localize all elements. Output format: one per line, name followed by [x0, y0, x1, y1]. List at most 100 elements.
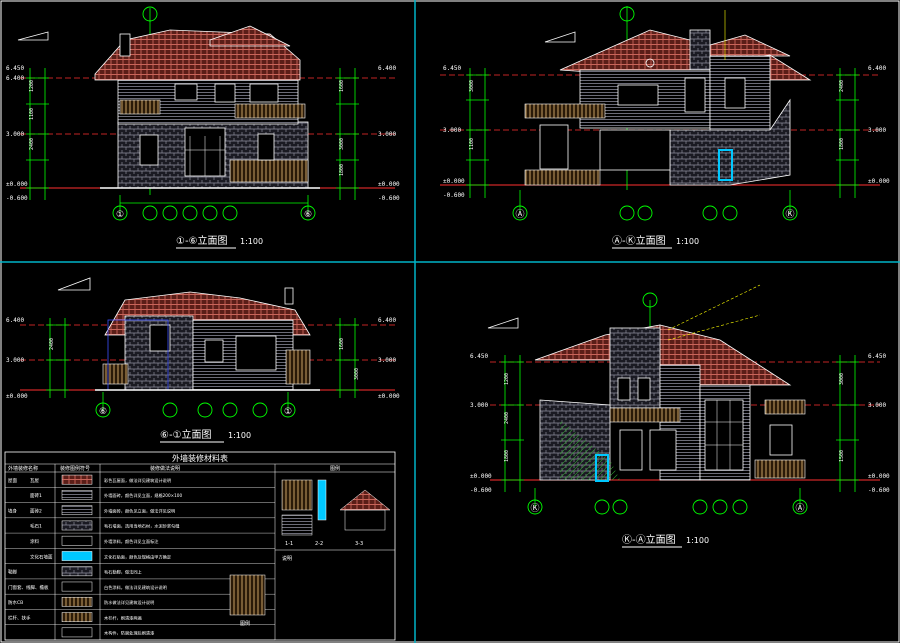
material-table: 外墙装修材料表 外墙装修名称 装修图例符号 装修做法说明 图例 屋面 瓦屋 彩色瓦屋… — [4, 451, 396, 641]
front-level-r3: -0.600 — [378, 195, 400, 202]
rear-dim-2: 3000 — [354, 368, 360, 380]
table-row-note: 文化石贴面，颜色及规格由甲方确定 — [104, 553, 171, 560]
left-dim-1: 2400 — [504, 412, 510, 424]
table-row-name: 墙身 — [8, 507, 17, 514]
legend-header: 图例 — [240, 620, 250, 627]
table-row-note: 木构件，防腐处理后刷清漆 — [104, 630, 154, 637]
left-dim-0: 1200 — [504, 373, 510, 385]
table-title: 外墙装修材料表 — [172, 453, 228, 463]
table-row-sub: 毛石1 — [30, 523, 42, 530]
table-row-note: 防水做法详见建筑设计说明 — [104, 599, 154, 606]
front-level-l1: 6.400 — [6, 75, 24, 82]
left-axis-right: Ⓐ — [795, 503, 804, 514]
left-level-l1: 3.000 — [470, 402, 488, 409]
table-row-name: 门窗套、线脚、檐板 — [8, 584, 49, 591]
table-row-name: 勒脚 — [8, 569, 17, 576]
table-row-note: 白色涂料，做法详见建筑设计说明 — [104, 584, 167, 591]
left-scale: 1:100 — [686, 536, 709, 545]
right-level-r2: ±0.000 — [868, 178, 890, 185]
table-row-swatch — [61, 612, 93, 622]
table-row-swatch — [61, 551, 93, 561]
table-row-swatch — [61, 581, 93, 592]
rear-dim-0: 2400 — [49, 338, 55, 350]
front-level-l2: 3.000 — [6, 131, 24, 138]
right-scale: 1:100 — [676, 237, 699, 246]
rear-level-r1: 3.000 — [378, 357, 396, 364]
table-row-note: 木栏杆，刷清漆两遍 — [104, 614, 143, 621]
rear-level-l2: ±0.000 — [6, 393, 28, 400]
table-row-name: 栏杆、扶手 — [8, 614, 31, 621]
right-axis-left: Ⓐ — [515, 209, 524, 220]
right-dim-0: 3000 — [469, 80, 475, 92]
front-level-r2: ±0.000 — [378, 181, 400, 188]
rear-level-r0: 6.400 — [378, 317, 396, 324]
right-level-r1: 3.000 — [868, 127, 886, 134]
table-row-note: 外墙面砖，颜色详见立面，规格200×100 — [104, 492, 182, 499]
right-level-l1: 3.000 — [443, 127, 461, 134]
right-axis-right: Ⓚ — [785, 209, 794, 220]
right-level-l2: ±0.000 — [443, 178, 465, 185]
left-level-r2: ±0.000 — [868, 473, 890, 480]
front-title: ①-⑥立面图 — [176, 234, 228, 247]
front-dim-3: 1600 — [339, 80, 345, 92]
right-level-r0: 6.400 — [868, 65, 886, 72]
legend-illustrations: 1-1 2-2 3-3 说明 图例 — [229, 479, 391, 627]
table-row-note: 毛石勒脚，做法同上 — [104, 569, 142, 576]
table-row-name: 屋面 — [8, 478, 17, 484]
left-dim-4: 1500 — [839, 450, 845, 462]
table-row-swatch — [61, 520, 93, 531]
table-row-note: 外墙面砖，颜色见立面，做法详见说明 — [104, 507, 175, 514]
table-header-0: 外墙装修名称 — [8, 465, 38, 472]
table-header-1: 装修图例符号 — [60, 465, 90, 472]
rear-title: ⑥-①立面图 — [160, 428, 212, 441]
left-elevation: Ⓚ Ⓐ 6.450 3.000 ±0.000 -0.600 6.450 3.00… — [470, 284, 890, 548]
front-dim-2: 2400 — [29, 138, 35, 150]
left-title: Ⓚ-Ⓐ立面图 — [622, 533, 676, 546]
left-level-l2: ±0.000 — [470, 473, 492, 480]
right-elevation: Ⓐ Ⓚ 6.450 3.000 ±0.000 -0.600 6.400 3.00… — [440, 6, 890, 249]
rear-level-l0: 6.400 — [6, 317, 24, 324]
rear-level-r2: ±0.000 — [378, 393, 400, 400]
front-dim-1: 1100 — [29, 108, 35, 120]
front-level-r1: 3.000 — [378, 131, 396, 138]
left-dim-2: 1800 — [504, 450, 510, 462]
table-row-sub: 涂料 — [30, 538, 39, 545]
front-elevation: ① ⑥ 6.450 6.400 3.000 ±0.000 -0.600 6.40… — [6, 6, 400, 249]
table-row-swatch — [61, 535, 93, 546]
front-level-l4: -0.600 — [6, 195, 28, 202]
table-row-swatch — [61, 596, 93, 607]
table-row-name: 防水CB — [8, 599, 23, 606]
front-level-l0: 6.450 — [6, 65, 24, 72]
table-row-note: 外墙涂料，颜色详见立面标注 — [104, 538, 159, 545]
right-level-l0: 6.450 — [443, 65, 461, 72]
left-level-l0: 6.450 — [470, 353, 488, 360]
left-axis-left: Ⓚ — [530, 503, 539, 514]
left-level-l3: -0.600 — [470, 487, 492, 494]
front-dim-0: 1200 — [29, 80, 35, 92]
left-level-r3: -0.600 — [868, 487, 890, 494]
left-level-r0: 6.450 — [868, 353, 886, 360]
right-dim-1: 1100 — [469, 138, 475, 150]
rear-level-l1: 3.000 — [6, 357, 24, 364]
table-header-3: 图例 — [330, 465, 340, 472]
front-dim-4: 3000 — [339, 138, 345, 150]
table-row-swatch — [61, 474, 93, 485]
front-scale: 1:100 — [240, 237, 263, 246]
table-header-2: 装修做法说明 — [150, 465, 180, 472]
right-dim-2: 2400 — [839, 80, 845, 92]
rear-axis-left: ⑥ — [99, 407, 107, 417]
table-row-sub: 瓦屋 — [30, 478, 39, 484]
table-row-swatch — [61, 627, 93, 638]
left-dim-3: 3000 — [839, 373, 845, 385]
rear-elevation: ⑥ ① 6.400 3.000 ±0.000 6.400 3.000 ±0.00… — [6, 277, 400, 443]
legend-label-2: 3-3 — [355, 541, 363, 547]
front-axis-right: ⑥ — [304, 210, 312, 220]
table-row-note: 毛石墙面，选用当地石材，水泥砂浆勾缝 — [104, 523, 180, 530]
table-row-note: 彩色瓦屋面，做法详见建筑设计说明 — [104, 477, 171, 484]
table-row-swatch — [61, 490, 93, 500]
left-level-r1: 3.000 — [868, 402, 886, 409]
rear-scale: 1:100 — [228, 431, 251, 440]
front-dim-5: 1800 — [339, 164, 345, 176]
